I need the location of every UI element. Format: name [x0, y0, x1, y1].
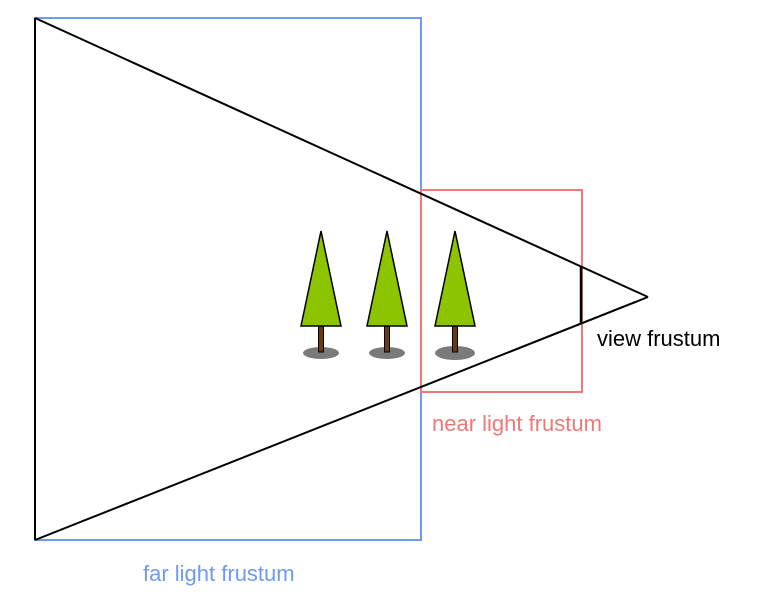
- tree-shadow: [369, 347, 405, 359]
- far-light-frustum-box: [34, 17, 422, 541]
- tree-icon: [300, 230, 342, 359]
- tree-trunk: [452, 325, 458, 353]
- tree-shadow: [303, 347, 339, 359]
- far-light-frustum-label: far light frustum: [143, 561, 295, 586]
- tree-foliage: [434, 230, 476, 327]
- tree-foliage: [300, 230, 342, 327]
- tree-shadow: [435, 346, 475, 360]
- view-frustum-top-edge: [34, 17, 649, 298]
- tree-trunk: [318, 325, 324, 353]
- view-frustum-shape: [34, 17, 649, 541]
- tree-trunk: [384, 325, 390, 353]
- near-light-frustum-label: near light frustum: [432, 411, 602, 436]
- view-frustum-bottom-edge: [34, 296, 649, 541]
- tree-icon: [434, 230, 476, 360]
- tree-foliage: [366, 230, 408, 327]
- tree-icon: [366, 230, 408, 359]
- view-frustum-label: view frustum: [597, 326, 721, 351]
